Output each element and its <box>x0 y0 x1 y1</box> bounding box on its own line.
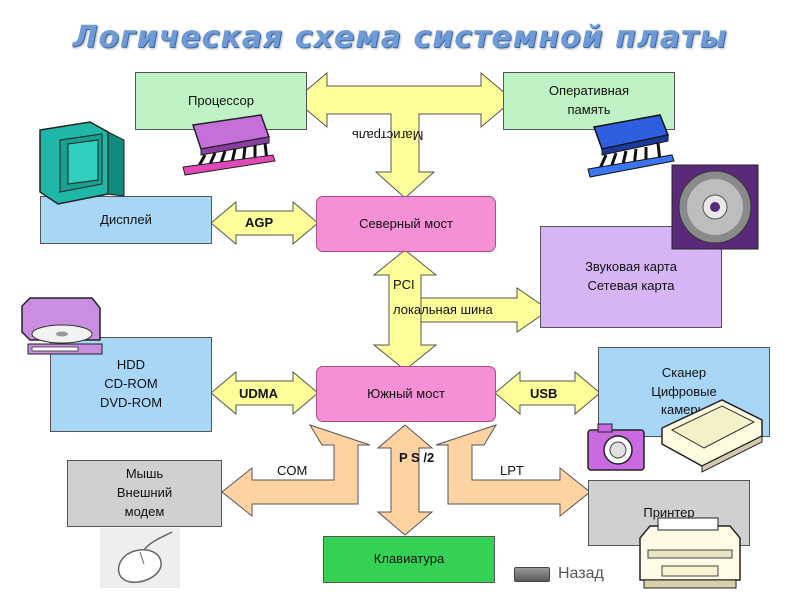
north-bridge-box: Северный мост <box>316 196 496 252</box>
bus-arrow <box>294 71 514 199</box>
udma-label: UDMA <box>239 386 278 401</box>
ram-box: Оперативная память <box>503 72 675 130</box>
ps2-arrow <box>376 424 434 536</box>
mouse-modem-box: Мышь Внешний модем <box>67 460 222 527</box>
keyboard-box: Клавиатура <box>323 536 495 583</box>
cpu-box: Процессор <box>135 72 307 130</box>
back-icon <box>514 566 550 582</box>
pci-branch-arrow <box>420 287 550 333</box>
agp-label: AGP <box>245 215 274 230</box>
bus-label: Магистраль <box>352 128 424 143</box>
pci-label: PCI <box>393 277 415 292</box>
south-bridge-box: Южный мост <box>316 366 496 422</box>
drives-box: HDD CD-ROM DVD-ROM <box>50 337 212 432</box>
sound-network-card-box: Звуковая карта Сетевая карта <box>540 226 722 328</box>
lpt-label: LPT <box>500 463 524 478</box>
com-arrow <box>221 424 371 518</box>
usb-label: USB <box>530 386 558 401</box>
com-label: COM <box>277 463 308 478</box>
ps2-label: P S /2 <box>399 450 435 465</box>
page-title: Логическая схема системной платы <box>72 20 728 55</box>
back-label: Назад <box>558 565 604 582</box>
scanner-camera-box: Сканер Цифровые камеры <box>598 347 770 437</box>
local-bus-label: локальная шина <box>393 302 493 317</box>
back-button[interactable]: Назад <box>514 565 604 583</box>
printer-box: Принтер <box>588 480 750 546</box>
display-box: Дисплей <box>40 196 212 244</box>
